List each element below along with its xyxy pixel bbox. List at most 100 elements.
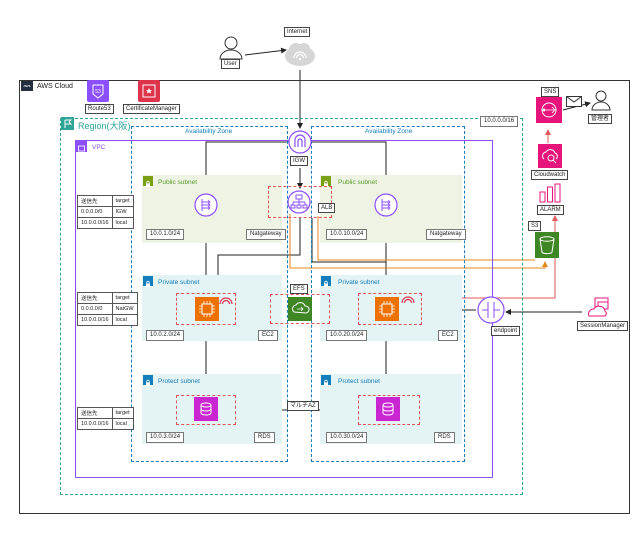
rds-icon <box>376 397 400 421</box>
region-boundary <box>60 118 523 495</box>
private-subnet-right-cidr: 10.0.20.0/24 <box>326 330 368 341</box>
nat-gateway-icon <box>194 193 218 217</box>
s3-line-2 <box>317 216 535 261</box>
table-cell: local <box>111 418 134 430</box>
table-cell: NatGW <box>111 303 138 315</box>
waf-icon <box>401 291 415 304</box>
session-manager-label: SessionManager <box>577 321 629 331</box>
table-cell: 0.0.0.0/0 <box>77 303 113 315</box>
internet-label: Internet <box>284 27 311 37</box>
region-flag-icon <box>61 117 74 130</box>
public-subnet-left-cidr: 10.0.1.0/24 <box>146 229 185 240</box>
lock-icon <box>321 276 331 287</box>
user-icon <box>218 34 244 60</box>
table-cell: target <box>111 407 134 419</box>
az-right-label: Availability Zone <box>365 128 413 135</box>
efs-label: EFS <box>290 284 308 294</box>
table-cell: 10.0.0.0/16 <box>77 418 113 430</box>
sns-icon <box>536 97 562 123</box>
protect-subnet-right-title: Protect subnet <box>338 378 380 385</box>
vpc-label: VPC <box>92 144 106 151</box>
public-subnet-left-title: Public subnet <box>158 179 198 186</box>
table-cell: IGW <box>111 206 134 218</box>
alb-security-group <box>268 186 332 218</box>
alb-label: ALB <box>318 203 336 213</box>
table-cell: 送信先 <box>77 407 113 419</box>
ec2-right-security-group <box>358 293 422 325</box>
vpc-icon <box>76 141 87 152</box>
public-subnet-left-resource: Natgateway <box>246 229 286 240</box>
table-cell: local <box>111 217 134 229</box>
az-left-label: Availability Zone <box>185 128 233 135</box>
aws-cloud-label: AWS Cloud <box>37 83 73 90</box>
rds-left-security-group <box>176 395 236 425</box>
private-subnet-right-title: Private subnet <box>338 279 380 286</box>
certificate-manager-icon <box>138 80 160 102</box>
admin-icon <box>590 88 612 112</box>
cloudwatch-icon <box>538 144 562 168</box>
private-subnet-left-title: Private subnet <box>158 279 200 286</box>
alb-icon <box>287 190 311 214</box>
aws-cloud-boundary <box>19 80 630 514</box>
public-subnet-right-resource: Natgateway <box>426 229 466 240</box>
protect-subnet-left-cidr: 10.0.3.0/24 <box>146 432 185 443</box>
table-cell: 10.0.0.0/16 <box>77 314 113 326</box>
igw-label: IGW <box>290 156 308 166</box>
endpoint-icon <box>477 296 505 324</box>
waf-icon <box>219 292 233 305</box>
alb-ec2-left-line <box>215 218 301 291</box>
multi-az-label: マルチAZ <box>287 401 319 411</box>
protect-subnet-left-title: Protect subnet <box>158 378 200 385</box>
lock-icon <box>321 375 331 386</box>
private-subnet-left-resource: EC2 <box>258 330 278 341</box>
protect-subnet-left-resource: RDS <box>254 432 275 443</box>
route53-label: Route53 <box>85 104 114 114</box>
table-cell: 送信先 <box>77 292 113 304</box>
alarm-icon <box>538 183 562 203</box>
table-cell: 0.0.0.0/0 <box>77 206 113 218</box>
efs-security-group <box>270 294 330 324</box>
mail-icon <box>566 94 582 107</box>
nat-gateway-icon <box>374 193 398 217</box>
ec2-left-security-group <box>176 293 236 325</box>
sns-label: SNS <box>541 87 560 97</box>
rds-right-security-group <box>358 395 420 425</box>
lock-icon <box>143 276 153 287</box>
region-label: Region(大阪) <box>78 121 131 131</box>
protect-subnet-right-cidr: 10.0.30.0/24 <box>326 432 368 443</box>
admin-label: 管理者 <box>588 114 613 124</box>
endpoint-label: endpoint <box>491 326 521 336</box>
private-subnet-left-cidr: 10.0.2.0/24 <box>146 330 185 341</box>
vpc-cidr: 10.0.0.0/16 <box>480 116 519 127</box>
table-cell: 送信先 <box>77 195 113 207</box>
cloudwatch-label: Cloudwatch <box>531 170 569 180</box>
lock-icon <box>143 176 153 187</box>
table-cell: local <box>111 314 138 326</box>
ec2-icon <box>375 297 399 321</box>
alb-s3-log-line <box>289 214 548 269</box>
s3-icon <box>535 232 559 258</box>
lock-icon <box>321 176 331 187</box>
protect-subnet-right-resource: RDS <box>434 432 455 443</box>
route53-icon: 53 <box>87 80 109 102</box>
certificate-manager-label: CertificateManager <box>123 104 180 114</box>
session-manager-icon <box>587 297 611 319</box>
public-subnet-right-cidr: 10.0.10.0/24 <box>326 229 368 240</box>
user-to-internet-line <box>244 47 287 56</box>
ec2-icon <box>195 297 219 321</box>
igw-icon <box>288 130 312 154</box>
lock-icon <box>143 375 153 386</box>
table-cell: 10.0.0.0/16 <box>77 217 113 229</box>
table-cell: target <box>111 195 134 207</box>
public-subnet-right-title: Public subnet <box>338 179 378 186</box>
alarm-label: ALARM <box>537 205 564 215</box>
